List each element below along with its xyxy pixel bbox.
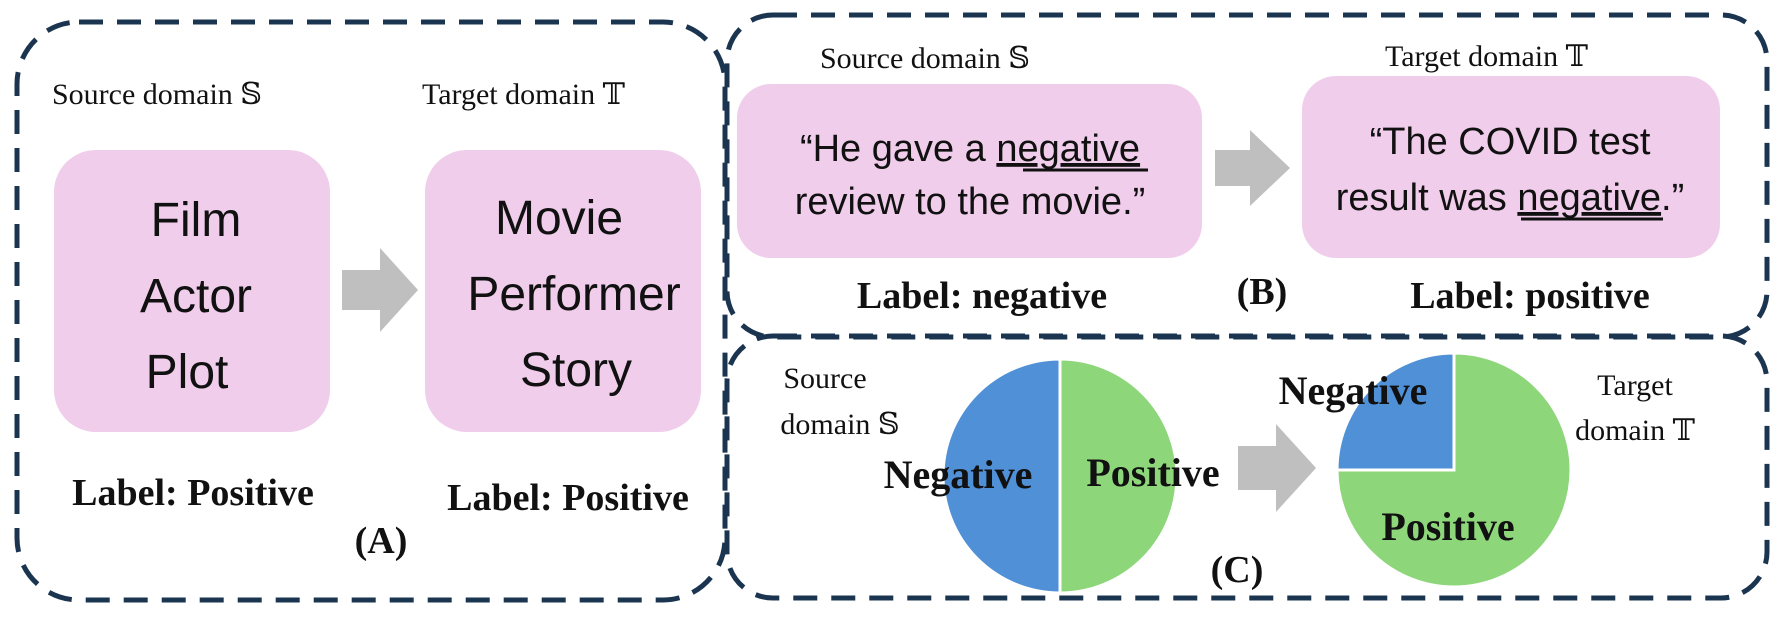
panel-c-source-label-line-2: domain 𝕊 (780, 408, 899, 441)
panel-c-frame (724, 333, 1770, 601)
panel-b-target-keyword: negative (1517, 177, 1661, 219)
source-pie-negative-label: Negative (884, 452, 1033, 497)
panel-b-source-box (737, 84, 1202, 258)
panel-b-source-class: Label: negative (857, 275, 1107, 317)
panel-b-arrow (1215, 130, 1290, 206)
panel-b-source-label: Source domain 𝕊 (820, 42, 1030, 75)
panel-b-target-line-2: result was negative.” (1336, 177, 1685, 219)
target-pie-positive-label: Positive (1381, 504, 1514, 549)
panel-c-target-label-line-1: Target (1597, 369, 1673, 402)
source-domain-pie (941, 357, 1179, 595)
panel-b-source-line-2: review to the movie.” (795, 181, 1146, 223)
panel-a-target-box (425, 150, 701, 432)
panel-b-target-line-1: “The COVID test (1370, 121, 1651, 163)
target-pie-negative-slice (1335, 351, 1456, 472)
panel-a-target-word-1: Movie (495, 192, 623, 245)
source-pie-positive-label: Positive (1086, 450, 1219, 495)
panel-a-target-label: Target domain 𝕋 (422, 78, 626, 111)
panel-a-source-word-3: Plot (146, 346, 229, 399)
panel-a-source-box (54, 150, 330, 432)
panel-a-target-class: Label: Positive (447, 477, 689, 519)
target-pie-negative-label: Negative (1279, 368, 1428, 413)
target-pie-positive-slice (1335, 351, 1573, 589)
panel-b-source-keyword: negative (996, 128, 1140, 170)
panel-c-target-label-line-2: domain 𝕋 (1575, 414, 1695, 447)
panel-a-target-word-2: Performer (467, 268, 680, 321)
panel-c-tag: (C) (1211, 549, 1264, 591)
panel-c-source-label-line-1: Source (783, 362, 866, 395)
panel-a-source-word-1: Film (151, 194, 242, 247)
panel-b-source-line-1: “He gave a negative (800, 128, 1140, 170)
source-pie-positive-slice (1058, 357, 1179, 595)
panel-a-target-word-3: Story (520, 344, 632, 397)
panel-a-source-word-2: Actor (140, 270, 252, 323)
panel-c-arrow (1238, 424, 1316, 512)
panel-b-target-box (1302, 76, 1720, 258)
panel-b-tag: (B) (1237, 271, 1288, 313)
source-pie-negative-slice (941, 357, 1062, 595)
panel-a-source-label: Source domain 𝕊 (52, 78, 262, 111)
panel-b-target-class: Label: positive (1410, 275, 1650, 317)
panel-a-tag: (A) (355, 520, 408, 562)
panel-b-target-label: Target domain 𝕋 (1385, 40, 1589, 73)
panel-a-frame (14, 19, 728, 603)
panel-a-source-class: Label: Positive (72, 472, 314, 514)
target-domain-pie (1335, 351, 1573, 589)
panel-a-arrow (342, 248, 418, 332)
